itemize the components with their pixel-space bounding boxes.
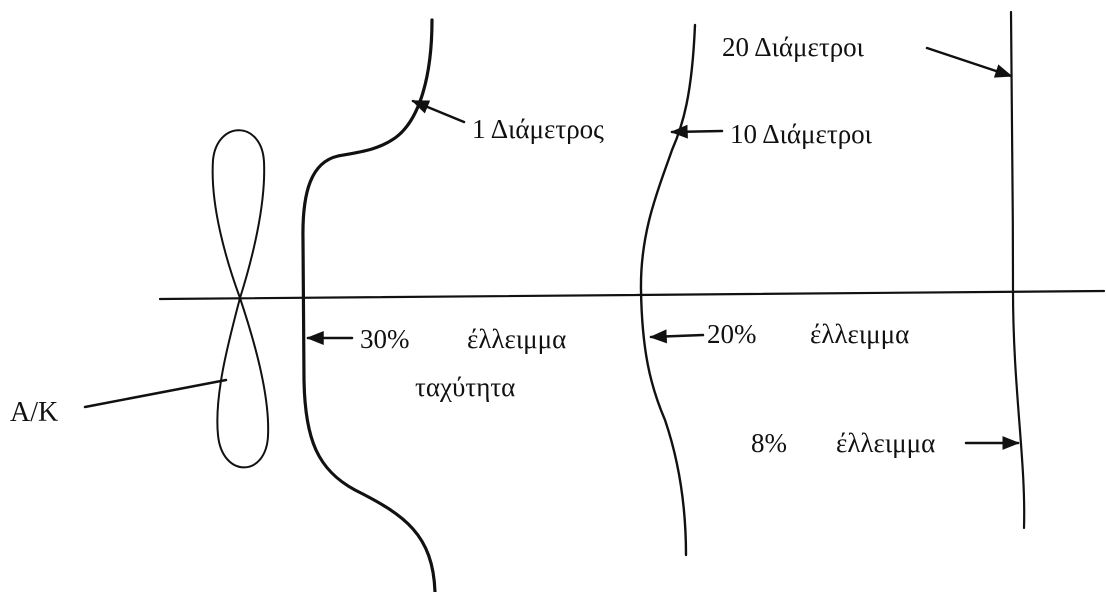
turbine-rotor-icon <box>211 129 270 469</box>
label-deficit-30-sub: ταχύτητα <box>415 372 515 402</box>
axis-line <box>158 289 1106 301</box>
label-ten-diameters: 10 Διάμετροι <box>730 119 873 149</box>
profile-1-diameter <box>301 18 437 592</box>
label-deficit-20-pct: 20% <box>707 319 757 349</box>
label-deficit-8-word: έλλειμμα <box>836 428 935 458</box>
arrow-deficit-20 <box>649 329 705 344</box>
label-twenty-diameters: 20 Διάμετροι <box>722 32 865 62</box>
label-deficit-20-word: έλλειμμα <box>810 319 909 349</box>
profile-10-diameters <box>639 23 697 557</box>
label-one-diameter: 1 Διάμετρος <box>472 114 604 144</box>
pointer-turbine <box>83 378 228 409</box>
label-turbine: Α/Κ <box>10 397 58 428</box>
arrow-1-diameter <box>411 99 466 124</box>
arrow-20-diameters <box>925 46 1013 78</box>
label-deficit-8-pct: 8% <box>751 428 787 458</box>
label-deficit-30-pct: 30% <box>360 324 410 354</box>
arrow-10-diameters <box>670 124 724 139</box>
profile-20-diameters <box>1009 10 1026 530</box>
label-deficit-30-word: έλλειμμα <box>467 324 566 354</box>
